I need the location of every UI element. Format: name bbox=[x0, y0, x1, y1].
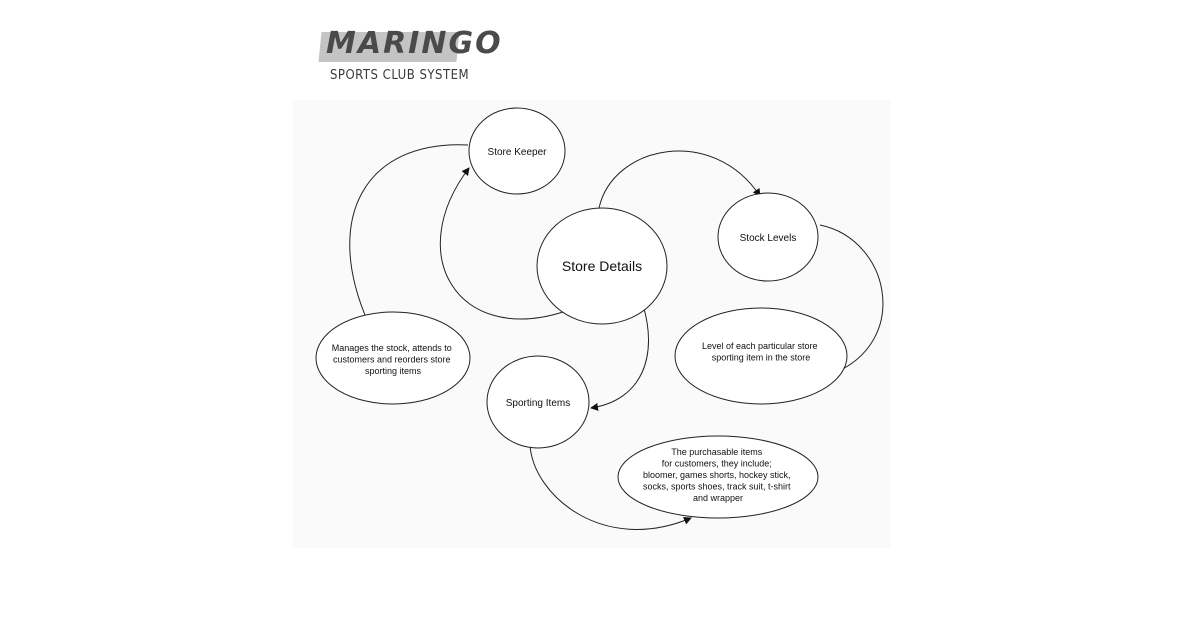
arrow-stocklevels-to-leveldesc bbox=[819, 224, 884, 379]
node-stock-levels-label: Stock Levels bbox=[740, 233, 797, 244]
node-store-keeper: Store Keeper bbox=[468, 107, 566, 195]
label-line: for customers, they include; bbox=[662, 459, 772, 469]
label-line: Level of each particular store bbox=[702, 341, 818, 351]
label-line: The purchasable items bbox=[671, 447, 763, 457]
node-store-keeper-label: Store Keeper bbox=[488, 147, 548, 158]
logo: MARINGO SPORTS CLUB SYSTEM bbox=[318, 22, 501, 86]
node-sporting-items: Sporting Items bbox=[486, 355, 590, 449]
node-levels-description: Level of each particular store sporting … bbox=[674, 307, 848, 405]
label-line: sporting item in the store bbox=[712, 353, 811, 363]
logo-subtitle: SPORTS CLUB SYSTEM bbox=[330, 68, 470, 83]
node-items-description: The purchasable items for customers, the… bbox=[617, 435, 819, 519]
arrow-sportingitems-to-itemsdesc bbox=[529, 444, 692, 530]
node-store-details-label: Store Details bbox=[562, 258, 642, 274]
arrow-keeper-to-managedesc bbox=[349, 144, 469, 323]
node-keeper-description-label: Manages the stock, attends to customers … bbox=[332, 343, 455, 376]
node-store-details: Store Details bbox=[536, 207, 668, 325]
node-keeper-description: Manages the stock, attends to customers … bbox=[315, 311, 471, 405]
label-line: bloomer, games shorts, hockey stick, bbox=[643, 470, 791, 480]
diagram-canvas: Store Details Store Keeper Stock Levels … bbox=[293, 100, 890, 548]
arrow-center-to-sportingitems bbox=[590, 304, 650, 411]
label-line: Store Details bbox=[562, 258, 642, 274]
node-items-description-label: The purchasable items for customers, the… bbox=[643, 447, 793, 503]
label-line: Stock Levels bbox=[740, 233, 797, 244]
label-line: and wrapper bbox=[693, 493, 743, 503]
arrow-center-to-keeper bbox=[439, 167, 564, 320]
node-levels-description-label: Level of each particular store sporting … bbox=[702, 341, 820, 363]
node-stock-levels: Stock Levels bbox=[717, 192, 819, 282]
arrow-center-to-stocklevels bbox=[598, 150, 761, 209]
diagram-svg: Store Details Store Keeper Stock Levels … bbox=[315, 107, 884, 530]
label-line: sporting items bbox=[365, 366, 422, 376]
logo-word: MARINGO bbox=[326, 26, 503, 61]
label-line: Manages the stock, attends to bbox=[332, 343, 452, 353]
label-line: Store Keeper bbox=[488, 147, 548, 158]
label-line: socks, sports shoes, track suit, t-shirt bbox=[643, 482, 791, 492]
label-line: Sporting Items bbox=[506, 398, 570, 409]
node-sporting-items-label: Sporting Items bbox=[506, 398, 570, 409]
label-line: customers and reorders store bbox=[333, 355, 451, 365]
